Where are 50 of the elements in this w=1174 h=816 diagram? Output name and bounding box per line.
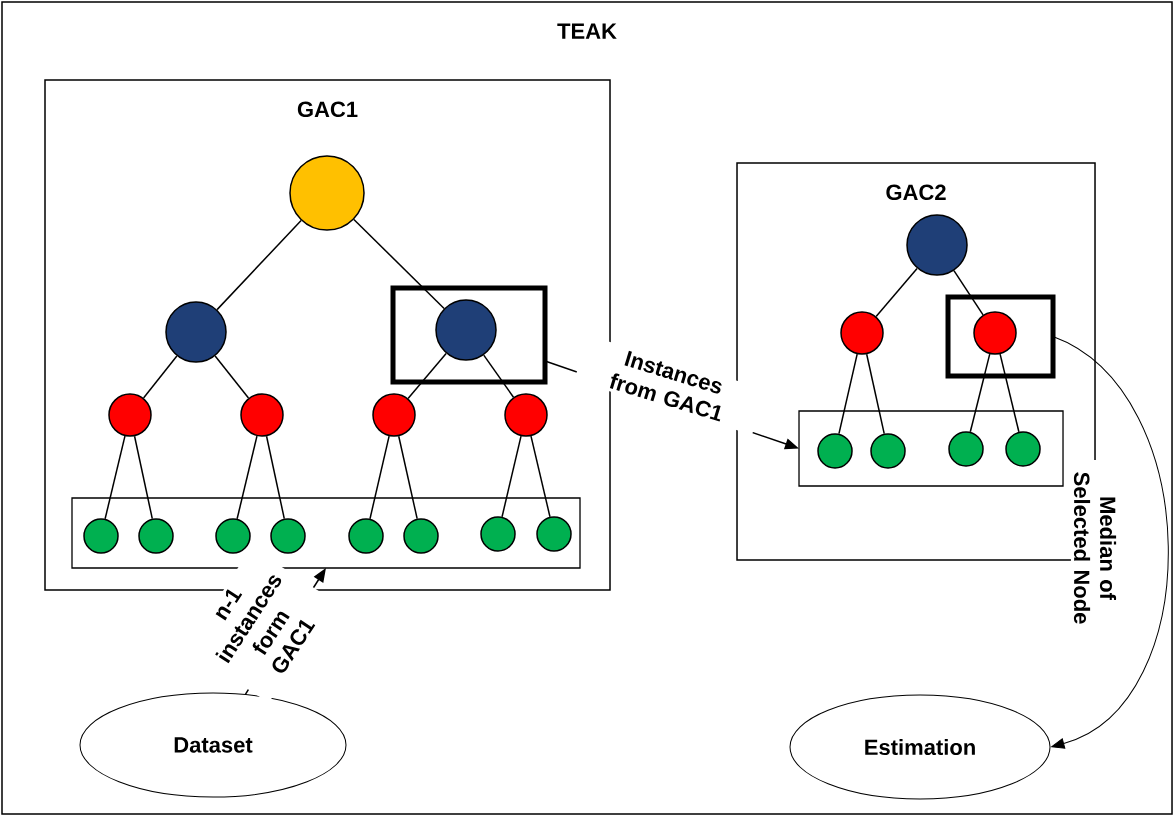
tree-node	[138, 518, 174, 554]
tree-branch	[530, 435, 551, 518]
tree-branch	[875, 267, 918, 318]
tree-node	[973, 311, 1017, 355]
tree-node	[1005, 431, 1041, 467]
tree-branch	[483, 354, 515, 398]
tree-node	[948, 431, 984, 467]
tree-node	[348, 518, 384, 554]
tree-branch	[236, 435, 258, 520]
tree-node	[215, 518, 251, 554]
tree-branch	[133, 435, 153, 520]
tree-branch	[104, 435, 126, 520]
tree-node	[480, 516, 516, 552]
tree-branch	[265, 435, 286, 520]
tree-branch	[407, 352, 447, 400]
tree-node	[372, 393, 416, 437]
ellipse-node: Dataset	[79, 692, 347, 798]
tree-node	[270, 518, 306, 554]
tree-branch	[999, 353, 1020, 433]
tree-branch	[214, 355, 250, 399]
selection-box	[390, 285, 548, 385]
tree-node	[536, 516, 572, 552]
tree-node	[165, 301, 227, 363]
tree-node	[403, 518, 439, 554]
tree-node	[435, 299, 497, 361]
tree-node	[240, 393, 284, 437]
tree-branch	[969, 353, 991, 433]
tree-node	[870, 433, 906, 469]
tree-node	[906, 214, 968, 276]
tree-branch	[501, 435, 522, 518]
tree-branch	[216, 219, 302, 311]
tree-branch	[838, 353, 858, 435]
tree-node	[289, 155, 365, 231]
selection-box	[945, 294, 1056, 379]
tree-branch	[865, 353, 885, 435]
tree-node	[83, 518, 119, 554]
tree-branch	[369, 435, 390, 520]
arrow	[1051, 336, 1169, 749]
leaf-group-box	[71, 497, 581, 569]
tree-node	[840, 311, 884, 355]
leaf-group-box	[798, 410, 1064, 487]
tree-branch	[398, 435, 418, 520]
tree-branch	[142, 355, 178, 399]
ellipse-node: Estimation	[789, 694, 1051, 800]
tree-branch	[953, 269, 984, 316]
tree-node	[108, 393, 152, 437]
tree-node	[504, 393, 548, 437]
tree-branch	[353, 218, 445, 310]
edge-label: Median of Selected Node	[1070, 460, 1120, 636]
tree-node	[817, 433, 853, 469]
